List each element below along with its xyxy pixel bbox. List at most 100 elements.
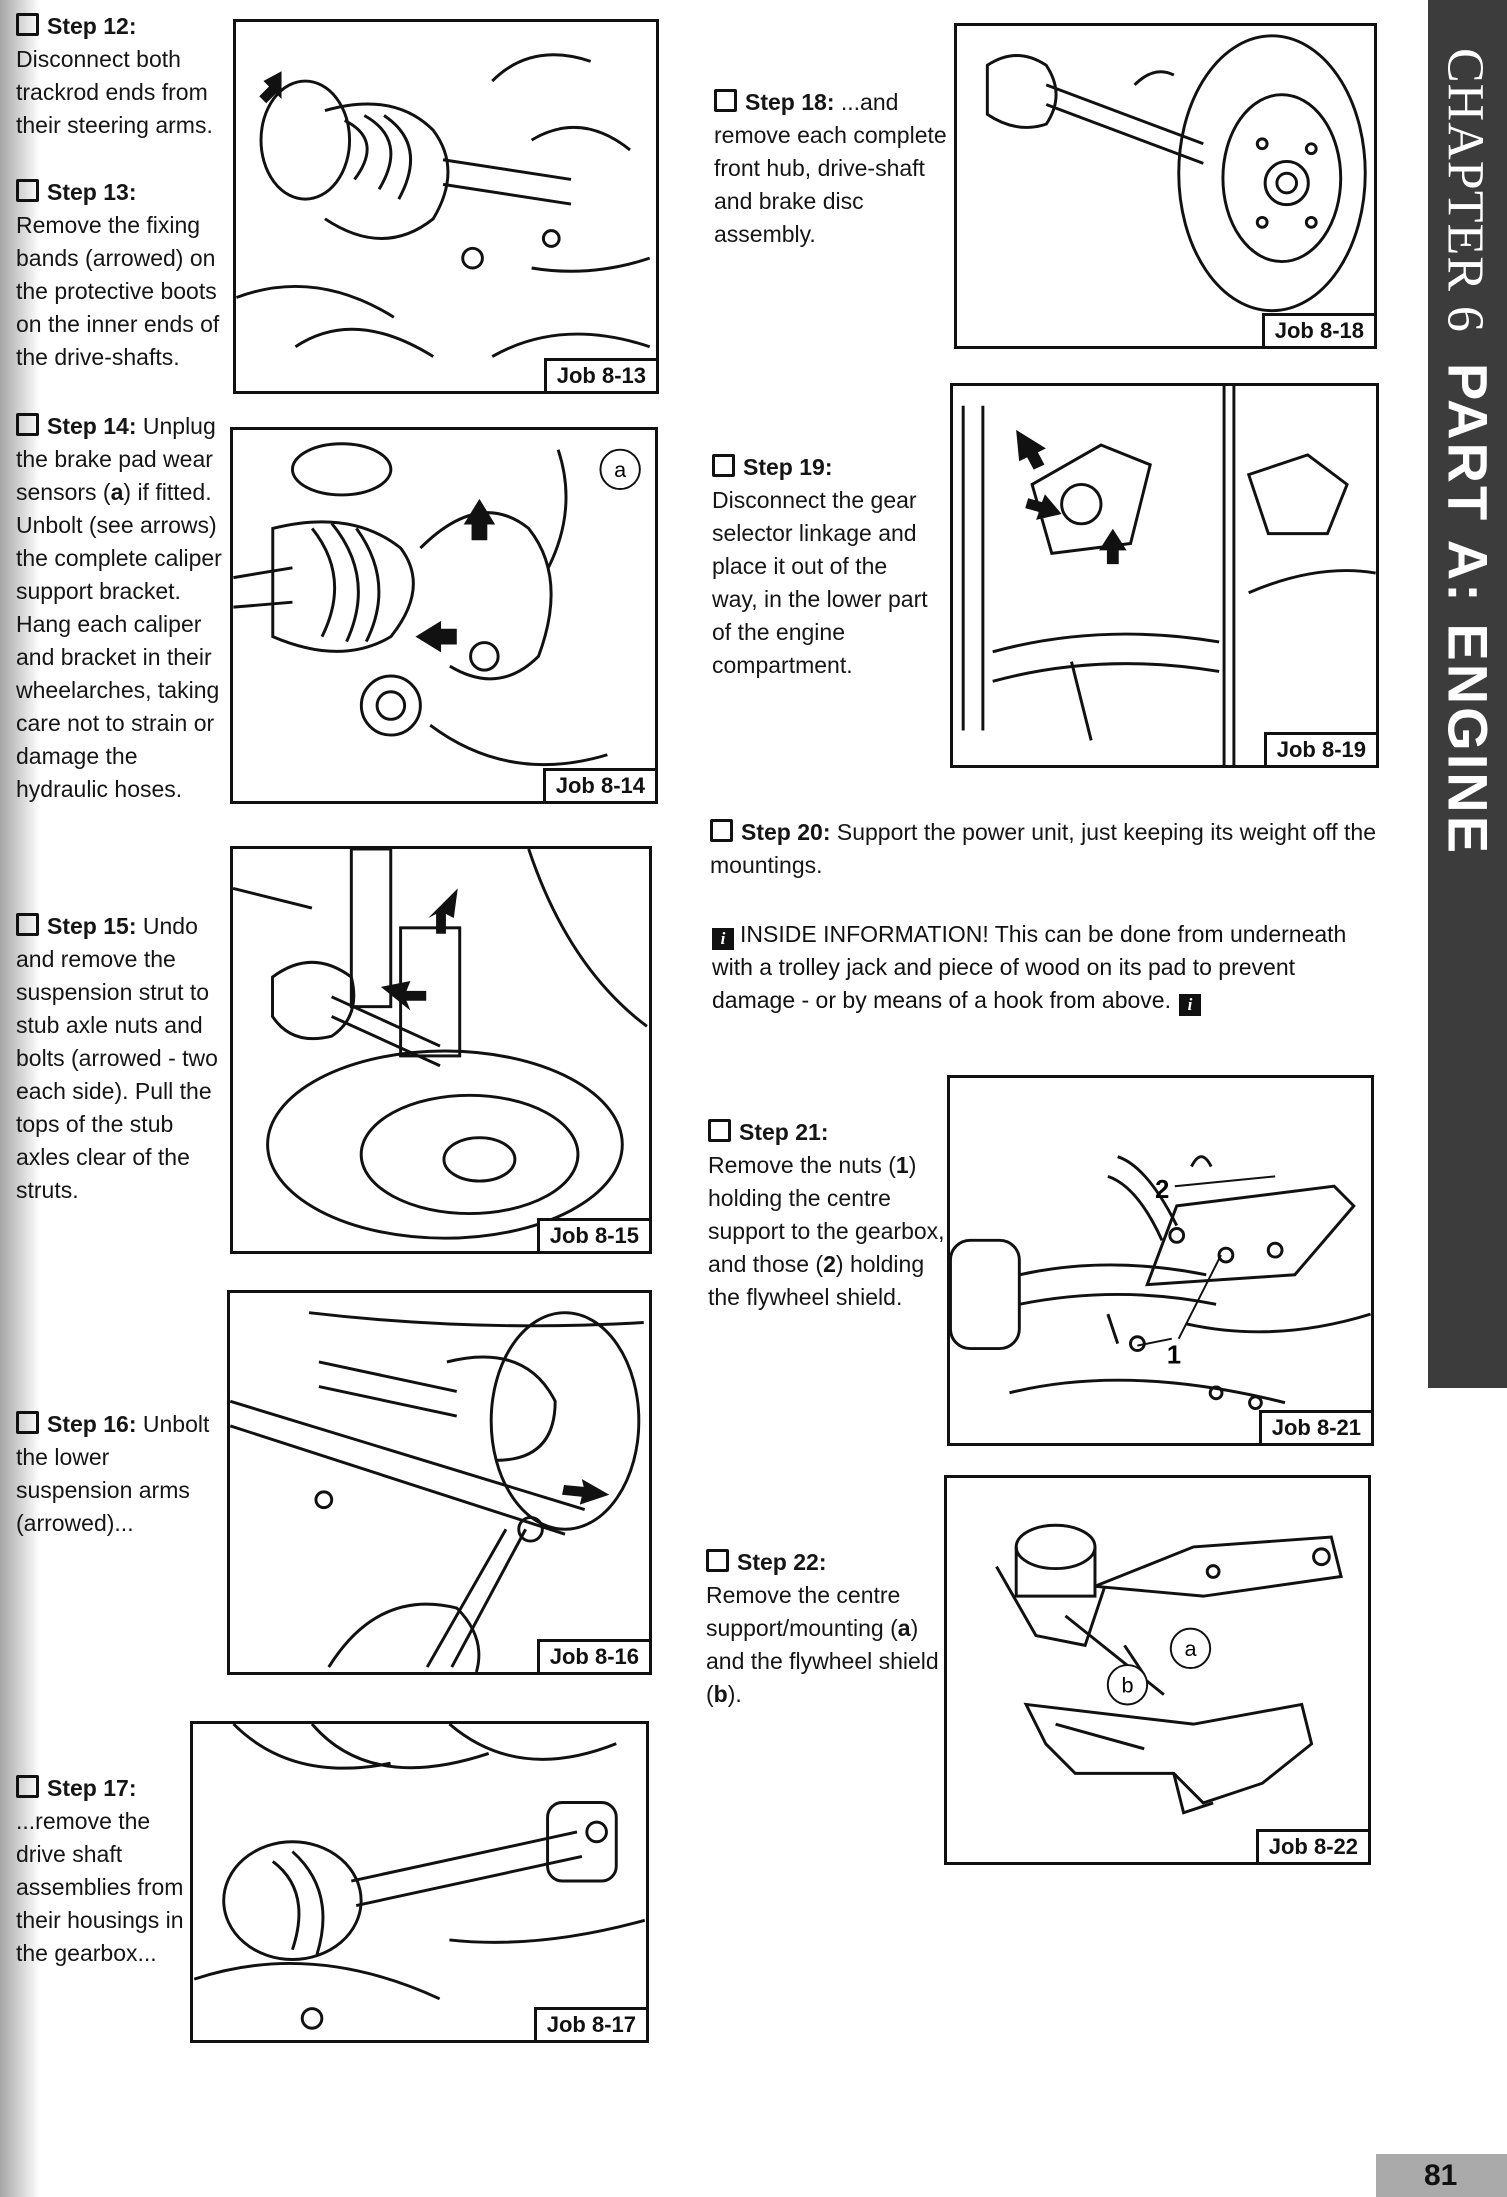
drive-shaft-removal-illustration: [193, 1724, 646, 2030]
arrow-icon: [1025, 494, 1062, 520]
step-15-text: Undo and remove the suspension strut to …: [16, 913, 218, 1203]
step-19-heading: Step 19:: [743, 454, 833, 480]
step-20: Step 20: Support the power unit, just ke…: [710, 816, 1380, 882]
page-gutter-shadow: [0, 0, 40, 2197]
step-13-text: Remove the fixing bands (arrowed) on the…: [16, 212, 220, 370]
step-13: Step 13: Remove the fixing bands (arrowe…: [16, 176, 221, 374]
step-22-heading: Step 22:: [737, 1549, 827, 1575]
step-13-heading: Step 13:: [47, 179, 137, 205]
checkbox-icon[interactable]: [16, 1411, 39, 1434]
step-14-label-a: a: [110, 479, 124, 505]
checkbox-icon[interactable]: [712, 454, 735, 477]
figure-caption: Job 8-15: [536, 1218, 649, 1251]
arrow-icon: [1099, 528, 1127, 565]
step-20-text: Support the power unit, just keeping its…: [710, 819, 1377, 878]
step-12-heading: Step 12:: [47, 13, 137, 39]
checkbox-icon[interactable]: [714, 89, 737, 112]
label-2: 2: [1155, 1176, 1169, 1204]
checkbox-icon[interactable]: [16, 913, 39, 936]
driveshaft-boot-illustration: [236, 53, 651, 358]
step-17-heading: Step 17:: [47, 1775, 137, 1801]
checkbox-icon[interactable]: [706, 1549, 729, 1572]
figure-job-8-21: 2 1 Job 8-21: [947, 1075, 1374, 1446]
arrow-icon: [1016, 429, 1046, 470]
step-16: Step 16: Unbolt the lower suspension arm…: [16, 1408, 221, 1540]
step-12-text: Disconnect both trackrod ends from their…: [16, 46, 213, 138]
arrow-icon: [415, 620, 457, 653]
step-21-label-2: 2: [823, 1251, 836, 1277]
step-14-text-a: Unplug the brake pad wear sensors (: [16, 413, 216, 505]
chapter-side-tab: CHAPTER 6PART A: ENGINE: [1428, 0, 1507, 1388]
figure-caption: Job 8-14: [542, 768, 655, 801]
step-22-text-3: ).: [727, 1681, 742, 1707]
figure-caption: Job 8-21: [1258, 1410, 1371, 1443]
arrow-icon: [463, 498, 496, 541]
step-22-label-a: a: [897, 1615, 911, 1641]
step-16-text: Unbolt the lower suspension arms (arrowe…: [16, 1411, 210, 1536]
step-12: Step 12: Disconnect both trackrod ends f…: [16, 10, 221, 142]
checkbox-icon[interactable]: [16, 1775, 39, 1798]
front-hub-assembly-illustration: [985, 34, 1367, 313]
label-1: 1: [1167, 1341, 1181, 1369]
centre-mounting-and-flywheel-shield-illustration: a b: [995, 1523, 1343, 1815]
arrow-icon: [562, 1479, 610, 1505]
step-14-text-b: ) if fitted. Unbolt (see arrows) the com…: [16, 479, 222, 802]
inside-information-text: INSIDE INFORMATION! This can be done fro…: [712, 921, 1347, 1013]
figure-caption: Job 8-18: [1261, 313, 1374, 346]
step-21-text-2: ) holding the centre support to the gear…: [708, 1152, 945, 1277]
checkbox-icon[interactable]: [710, 819, 733, 842]
centre-support-illustration: 2 1: [950, 1155, 1371, 1411]
arrow-icon: [428, 888, 458, 934]
step-14-heading: Step 14:: [47, 413, 137, 439]
step-22-text-1: Remove the centre support/mounting (: [706, 1582, 901, 1641]
checkbox-icon[interactable]: [16, 179, 39, 202]
figure-job-8-13: Job 8-13: [233, 19, 659, 394]
arrow-icon: [380, 981, 427, 1011]
step-16-heading: Step 16:: [47, 1411, 137, 1437]
step-17: Step 17: ...remove the drive shaft assem…: [16, 1772, 186, 1970]
suspension-strut-illustration: [233, 849, 648, 1240]
step-21-text-1: Remove the nuts (: [708, 1152, 896, 1178]
step-14: Step 14: Unplug the brake pad wear senso…: [16, 410, 226, 806]
figure-job-8-14: a Job 8-14: [230, 427, 658, 804]
figure-job-8-19: Job 8-19: [950, 383, 1379, 768]
part-label: PART A: ENGINE: [1436, 362, 1500, 857]
step-22: Step 22: Remove the centre support/mount…: [706, 1546, 946, 1711]
figure-caption: Job 8-16: [536, 1639, 649, 1672]
step-17-text: ...remove the drive shaft assemblies fro…: [16, 1808, 184, 1966]
checkbox-icon[interactable]: [16, 13, 39, 36]
figure-caption: Job 8-22: [1255, 1829, 1368, 1862]
step-19-text: Disconnect the gear selector linkage and…: [712, 487, 928, 678]
page-number: 81: [1376, 2154, 1507, 2197]
side-tab-text: CHAPTER 6PART A: ENGINE: [1436, 48, 1501, 856]
figure-job-8-18: Job 8-18: [954, 23, 1377, 349]
checkbox-icon[interactable]: [16, 413, 39, 436]
step-20-heading: Step 20:: [741, 819, 831, 845]
step-22-label-b: b: [713, 1681, 728, 1707]
step-15-heading: Step 15:: [47, 913, 137, 939]
step-18: Step 18: ...and remove each complete fro…: [714, 86, 949, 251]
lower-suspension-arm-illustration: [230, 1311, 644, 1672]
step-18-text: ...and remove each complete front hub, d…: [714, 89, 947, 247]
figure-job-8-16: Job 8-16: [227, 1290, 652, 1675]
step-21: Step 21: Remove the nuts (1) holding the…: [708, 1116, 948, 1314]
checkbox-icon[interactable]: [708, 1119, 731, 1142]
label-a: a: [1184, 1636, 1197, 1661]
info-icon: i: [1178, 994, 1201, 1016]
figure-job-8-15: Job 8-15: [230, 846, 652, 1254]
label-b: b: [1121, 1673, 1133, 1698]
step-21-label-1: 1: [895, 1152, 909, 1178]
step-22-text-2: ) and the flywheel shield (: [706, 1615, 939, 1707]
step-19: Step 19: Disconnect the gear selector li…: [712, 451, 932, 682]
info-icon: i: [712, 928, 734, 950]
gear-selector-linkage-illustration: [961, 386, 1376, 765]
figure-caption: Job 8-13: [543, 358, 656, 391]
figure-caption: Job 8-17: [533, 2007, 646, 2040]
step-21-text-3: ) holding the flywheel shield.: [708, 1251, 925, 1310]
brake-caliper-illustration: a: [233, 442, 641, 767]
step-21-heading: Step 21:: [739, 1119, 829, 1145]
step-18-heading: Step 18:: [745, 89, 835, 115]
figure-job-8-22: a b Job 8-22: [944, 1475, 1371, 1865]
label-a: a: [614, 457, 627, 482]
